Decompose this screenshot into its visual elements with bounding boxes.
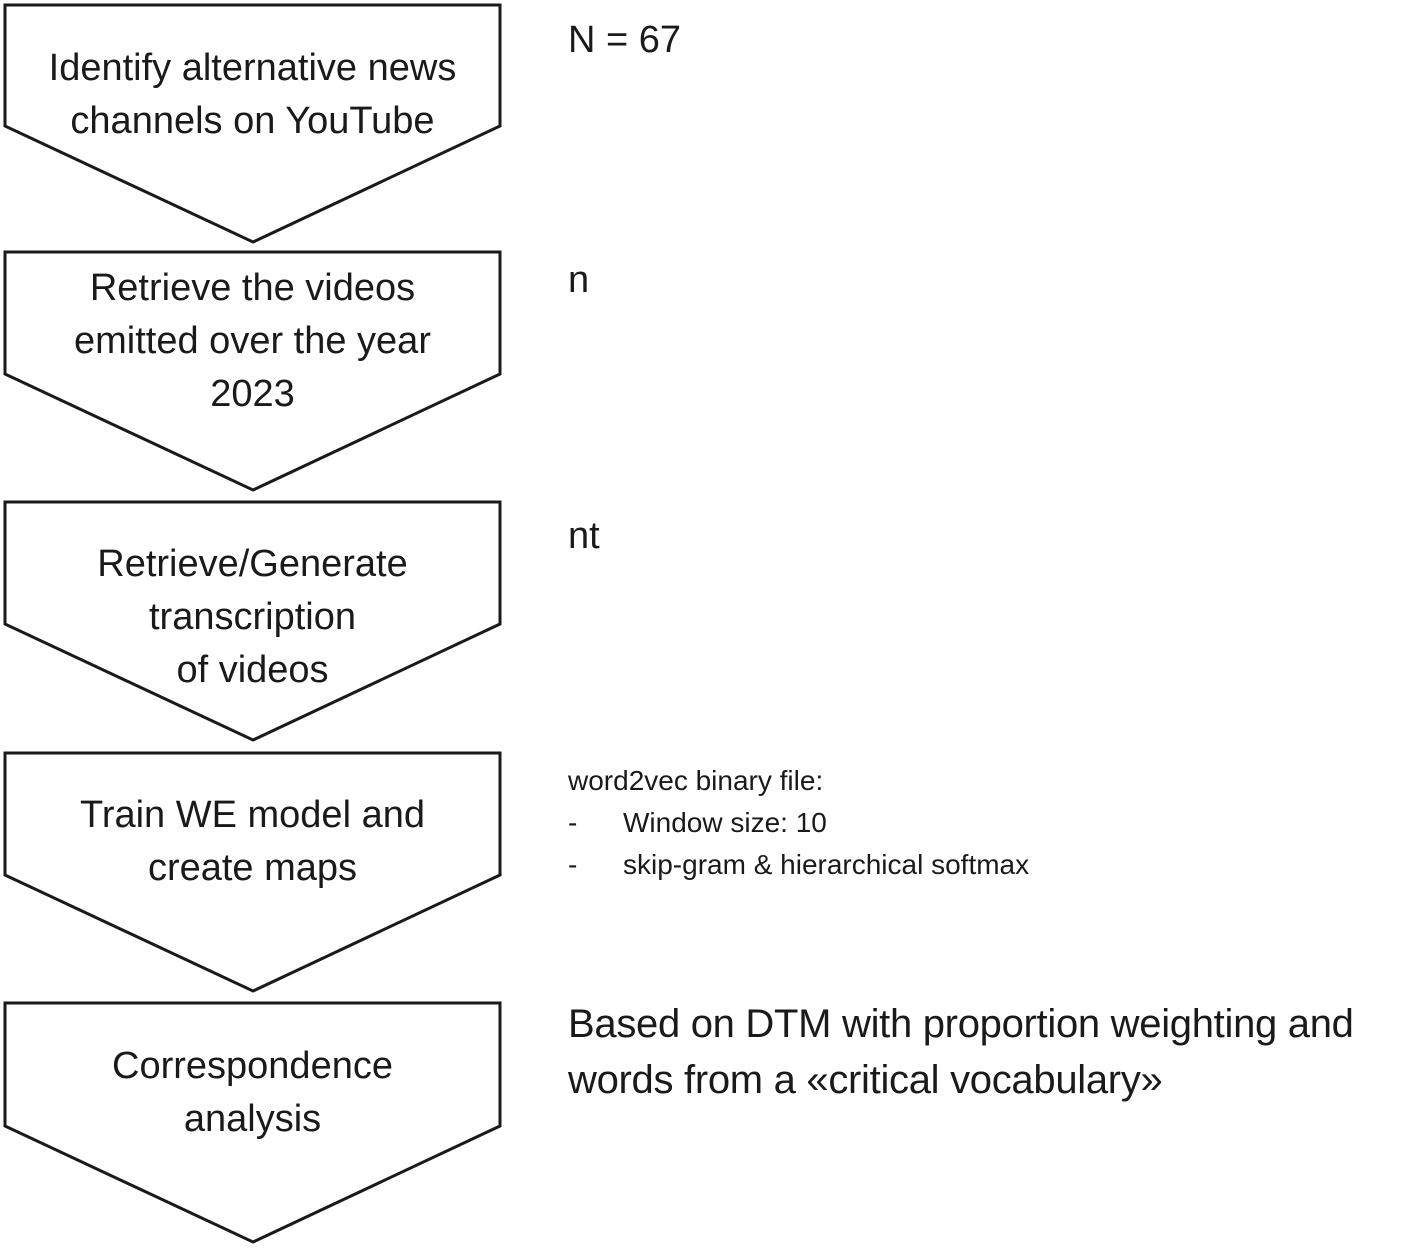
step-2-note: n [568, 259, 590, 301]
bullet-text: Window size: 10 [623, 807, 827, 838]
step-2-arrow [3, 250, 502, 492]
step-3-arrow [3, 500, 502, 742]
step-1-note: N = 67 [568, 19, 682, 61]
step-4-bullet-2: - skip-gram & hierarchical softmax [568, 844, 1029, 886]
step-1-label: Identify alternative news channels on Yo… [48, 47, 457, 142]
step-4-bullet-1: - Window size: 10 [568, 802, 1029, 844]
step-4-note-title: word2vec binary file: [568, 765, 824, 796]
step-2-label: Retrieve the videos emitted over the yea… [74, 267, 431, 415]
bullet-dash: - [568, 807, 578, 838]
step-4-arrow [3, 751, 502, 993]
bullet-dash: - [568, 849, 578, 880]
step-3-label: Retrieve/Generate transcription of video… [97, 543, 408, 691]
step-1-arrow [3, 3, 502, 244]
step-5-label: Correspondence analysis [112, 1045, 393, 1140]
step-5-note: Based on DTM with proportion weighting a… [568, 1002, 1354, 1102]
step-4-note: word2vec binary file: - Window size: 10 … [568, 760, 1029, 886]
step-4-label: Train WE model and create maps [80, 794, 425, 889]
step-3-note: nt [568, 515, 600, 557]
step-5-arrow [3, 1001, 502, 1244]
bullet-text: skip-gram & hierarchical softmax [623, 849, 1030, 880]
